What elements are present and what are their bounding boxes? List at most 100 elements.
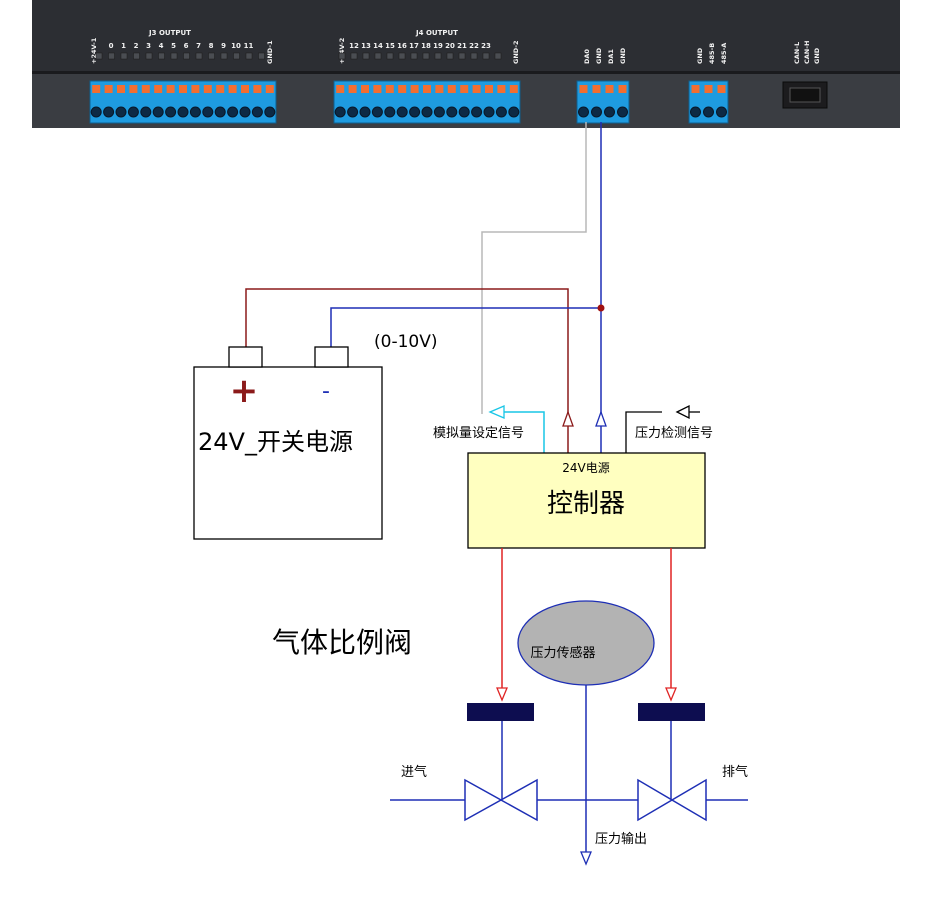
j4-title: J4 OUTPUT: [415, 29, 458, 37]
right-valve-a: [637, 778, 674, 822]
j3-right-label: GND-1: [266, 40, 274, 64]
status-led: [120, 52, 128, 60]
rs485-pin-label: GND: [696, 47, 704, 64]
rs485-pin-label: 485-B: [708, 43, 716, 64]
blue-negative-wire: [330, 307, 601, 350]
j4-left-label: +24V-2: [338, 38, 346, 64]
j3-led-row: [95, 52, 265, 60]
terminal-screw: [458, 106, 470, 118]
terminal-screw: [384, 106, 396, 118]
terminal-lever: [691, 85, 700, 93]
status-led: [470, 52, 478, 60]
black-arrow: [675, 404, 690, 420]
j4-pin-label: 19: [433, 42, 443, 50]
status-led: [233, 52, 240, 60]
j4-led-row: [338, 52, 502, 60]
pressure-sensor: [517, 600, 655, 686]
right-actuator: [638, 703, 705, 721]
status-led: [398, 52, 406, 60]
terminal-lever: [203, 85, 212, 93]
terminal-screw: [471, 106, 483, 118]
terminal-lever: [398, 85, 407, 93]
j4-pin-label: 22: [469, 42, 479, 50]
terminal-screw: [264, 106, 276, 118]
terminal-lever: [154, 85, 163, 93]
left-actuator-arrow: [496, 687, 508, 702]
status-led: [458, 52, 466, 60]
exhaust-label: 排气: [722, 764, 748, 780]
right-valve-b: [670, 778, 707, 822]
controller: 24V电源 控制器: [467, 452, 706, 549]
terminal-lever: [704, 85, 713, 93]
status-led: [338, 52, 346, 60]
terminal-lever: [605, 85, 614, 93]
status-led: [145, 52, 153, 60]
terminal-screw: [690, 106, 701, 118]
red-arrow: [562, 410, 574, 427]
analog-pin-label: GND: [619, 47, 627, 64]
terminal-lever: [509, 85, 518, 93]
terminal-screw: [716, 106, 727, 118]
terminal-screw: [347, 106, 359, 118]
analog-pin-label: GND: [595, 47, 603, 64]
can-pin-label: CAN-L: [793, 42, 801, 64]
output-arrow: [580, 851, 592, 866]
output-label: 压力输出: [595, 831, 647, 847]
plus-symbol: +: [230, 371, 259, 411]
status-led: [434, 52, 442, 60]
right-actuator-arrow: [665, 687, 677, 702]
terminal-lever: [191, 85, 200, 93]
analog-pin-label: DA0: [583, 49, 591, 64]
j4-pin-label: 18: [421, 42, 431, 50]
analog-terminal-block: [576, 80, 630, 124]
j3-pin-label: 7: [196, 42, 201, 50]
terminal-lever: [141, 85, 150, 93]
j4-pin-label: 20: [445, 42, 455, 50]
status-led: [220, 52, 228, 60]
status-led: [374, 52, 382, 60]
terminal-lever: [385, 85, 394, 93]
terminal-lever: [348, 85, 357, 93]
j3-pin-label: 11: [244, 42, 254, 50]
status-led: [95, 52, 103, 60]
rs485-pin-label: 485-A: [720, 43, 728, 64]
terminal-screw: [214, 106, 226, 118]
terminal-screw: [189, 106, 201, 118]
terminal-screw: [703, 106, 714, 118]
j4-pin-label: 15: [385, 42, 395, 50]
terminal-screw: [433, 106, 445, 118]
terminal-lever: [423, 85, 431, 93]
cyan-arrow: [488, 405, 505, 419]
terminal-lever: [228, 85, 237, 93]
plc-top-panel: [32, 0, 900, 72]
terminal-lever: [166, 85, 175, 93]
terminal-lever: [618, 85, 627, 93]
terminal-screw: [591, 106, 602, 118]
terminal-screw: [604, 106, 615, 118]
j4-pin-label: 17: [409, 42, 419, 50]
terminal-screw: [396, 106, 408, 118]
inlet-label: 进气: [401, 764, 427, 780]
terminal-lever: [129, 85, 138, 93]
gray-analog-wire: [481, 122, 587, 414]
j3-pin-label: 10: [231, 42, 241, 50]
status-led: [350, 52, 358, 60]
rs485-terminal-block: [688, 80, 729, 124]
terminal-screw: [409, 106, 421, 118]
terminal-lever: [265, 85, 274, 93]
status-led: [446, 52, 454, 60]
left-valve-a: [464, 778, 503, 822]
junction-dot: [597, 304, 605, 312]
j3-pin-label: 0: [109, 42, 114, 50]
terminal-lever: [92, 85, 101, 93]
terminal-lever: [447, 85, 456, 93]
status-led: [245, 52, 253, 60]
status-led: [183, 52, 190, 60]
j3-pin-label: 3: [146, 42, 151, 50]
j3-pin-label: 6: [184, 42, 189, 50]
valve-title: 气体比例阀: [272, 626, 412, 659]
terminal-screw: [359, 106, 371, 118]
can-pin-label: GND: [813, 47, 821, 64]
terminal-lever: [592, 85, 601, 93]
